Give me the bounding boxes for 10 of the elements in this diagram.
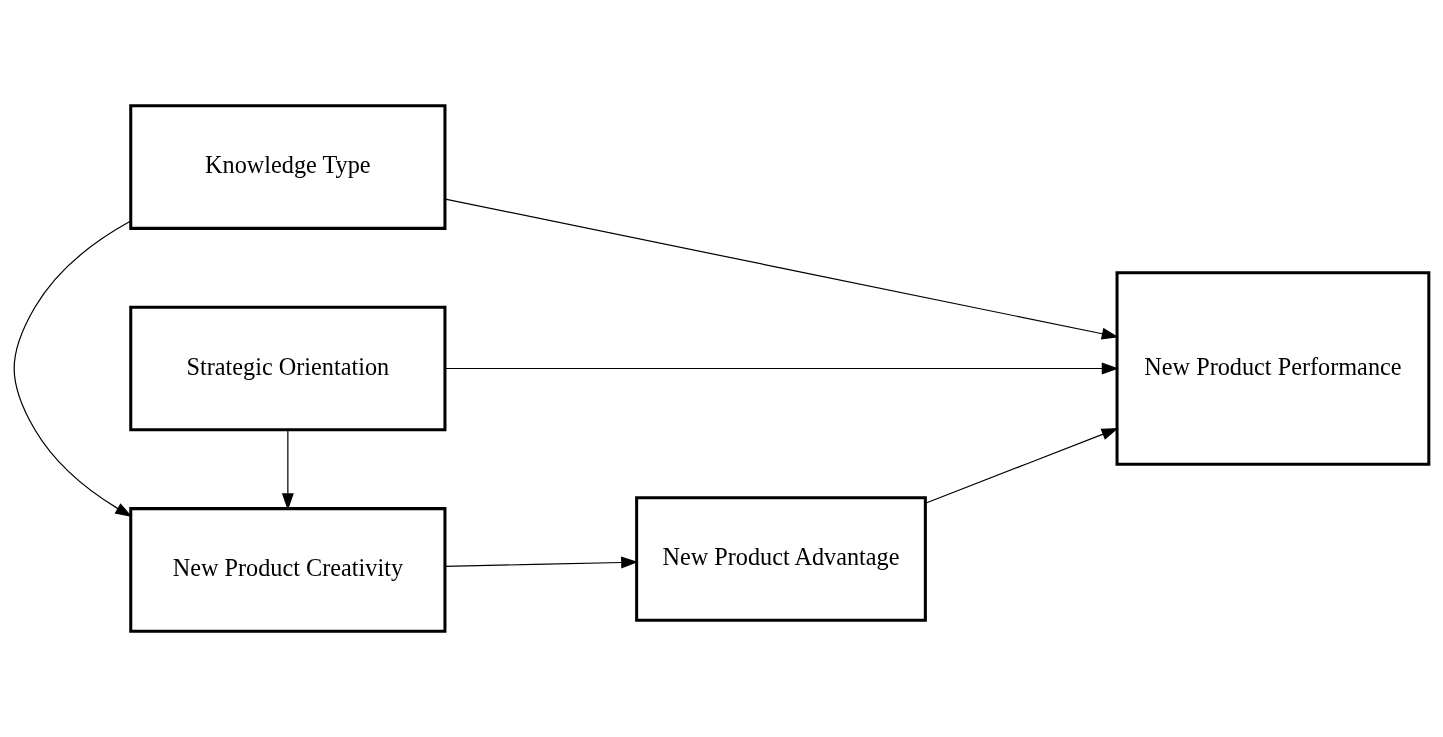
arrow [444,198,1119,340]
arrow [13,220,133,517]
node-box: New Product Performance [1115,271,1431,466]
arrow [924,428,1119,504]
arrow [444,556,639,569]
node-box: Strategic Orientation [129,305,447,432]
arrow [444,362,1119,375]
node-box: Knowledge Type [129,104,447,230]
node-box: New Product Creativity [129,507,447,633]
node-box: New Product Advantage [635,496,927,622]
